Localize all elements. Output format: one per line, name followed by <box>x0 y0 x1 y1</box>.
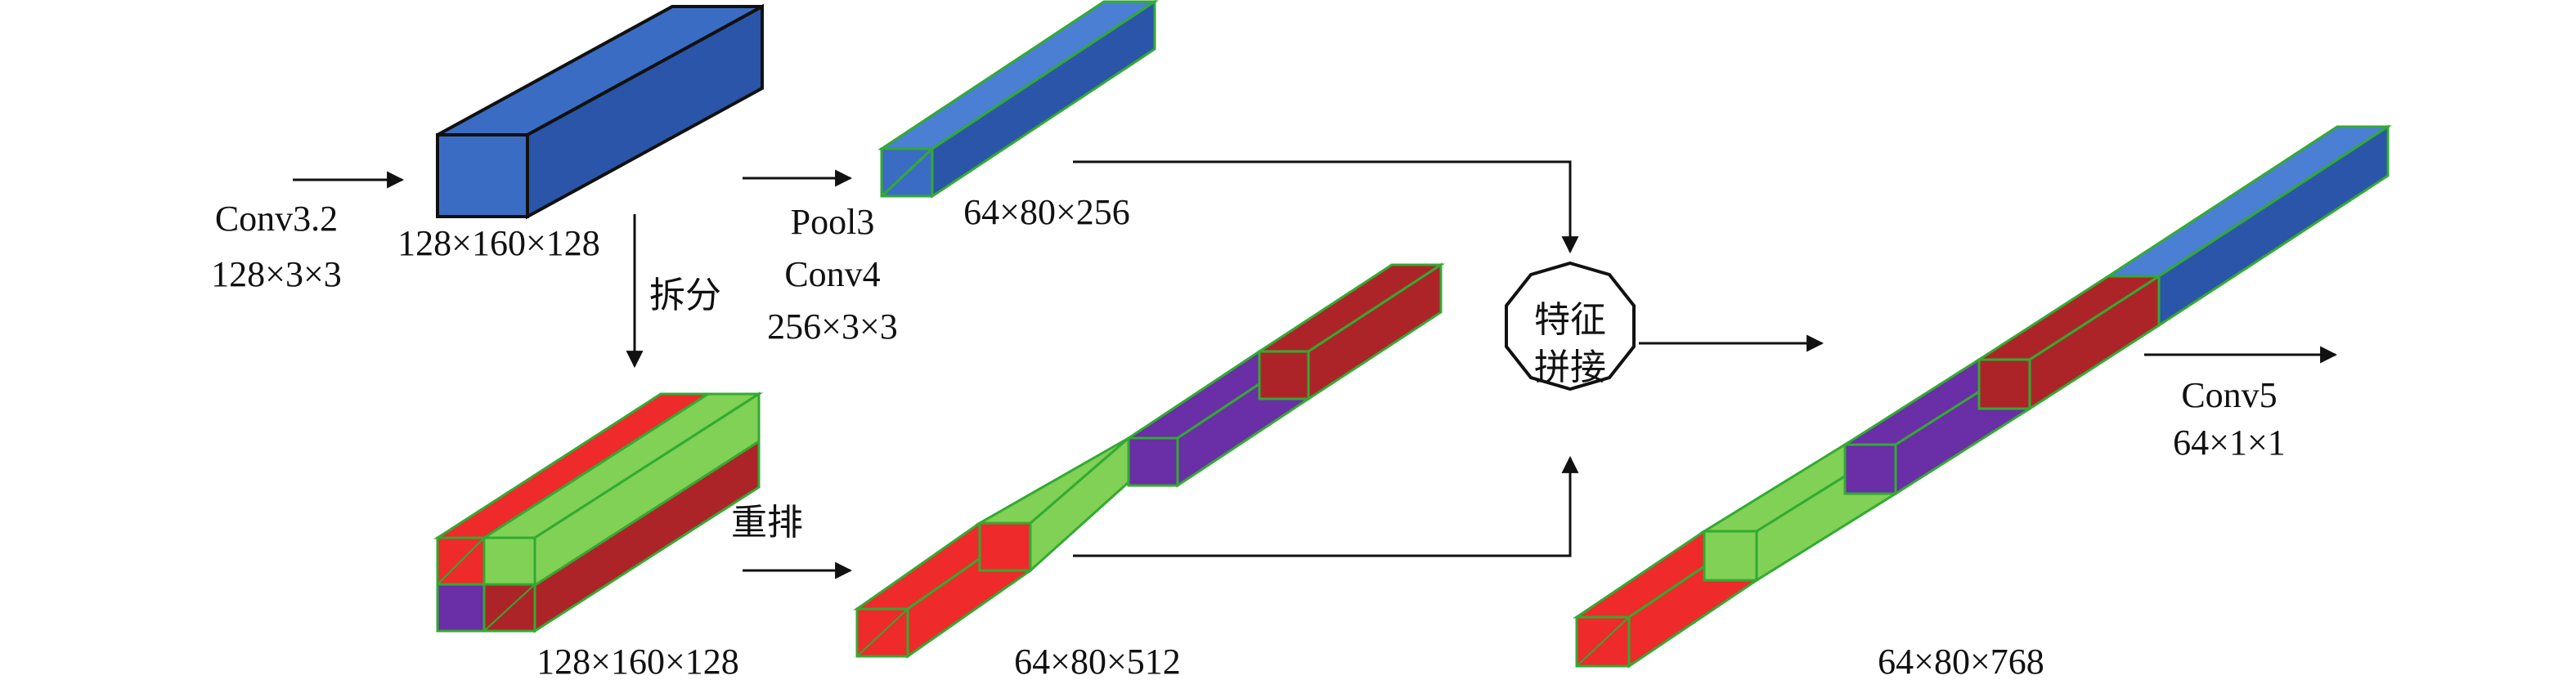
pool-label: Pool3 <box>791 202 875 242</box>
split-feature-block <box>433 391 764 633</box>
conv5-kernel-label: 64×1×1 <box>2173 423 2286 463</box>
bottom-branch-block <box>853 262 1446 659</box>
output-block-size-label: 64×80×768 <box>1878 642 2044 682</box>
arrows <box>293 160 2338 579</box>
concat-label-line2: 拼接 <box>1534 347 1606 387</box>
bottom-branch-size-label: 64×80×512 <box>1014 642 1181 682</box>
input-op-label: Conv3.2 <box>215 199 338 239</box>
split-label: 拆分 <box>649 275 721 315</box>
conv4-label: Conv4 <box>784 254 880 294</box>
input-block-size-label: 128×160×128 <box>397 223 600 263</box>
arrow-top-to-concat <box>1073 160 1579 254</box>
output-feature-block <box>1573 124 2393 669</box>
input-block-front <box>436 133 529 218</box>
concat-label-line1: 特征 <box>1534 300 1606 340</box>
top-branch-block <box>877 0 1159 199</box>
arrow-bottom-to-concat <box>1073 455 1579 557</box>
top-branch-size-label: 64×80×256 <box>963 192 1130 232</box>
conv5-label: Conv5 <box>2181 375 2277 415</box>
conv4-kernel-label: 256×3×3 <box>767 306 898 347</box>
input-feature-block <box>436 3 764 220</box>
reorder-label: 重排 <box>731 503 803 543</box>
concat-node-shape <box>1505 261 1636 391</box>
input-kernel-label: 128×3×3 <box>211 254 342 294</box>
split-block-size-label: 128×160×128 <box>536 642 739 682</box>
